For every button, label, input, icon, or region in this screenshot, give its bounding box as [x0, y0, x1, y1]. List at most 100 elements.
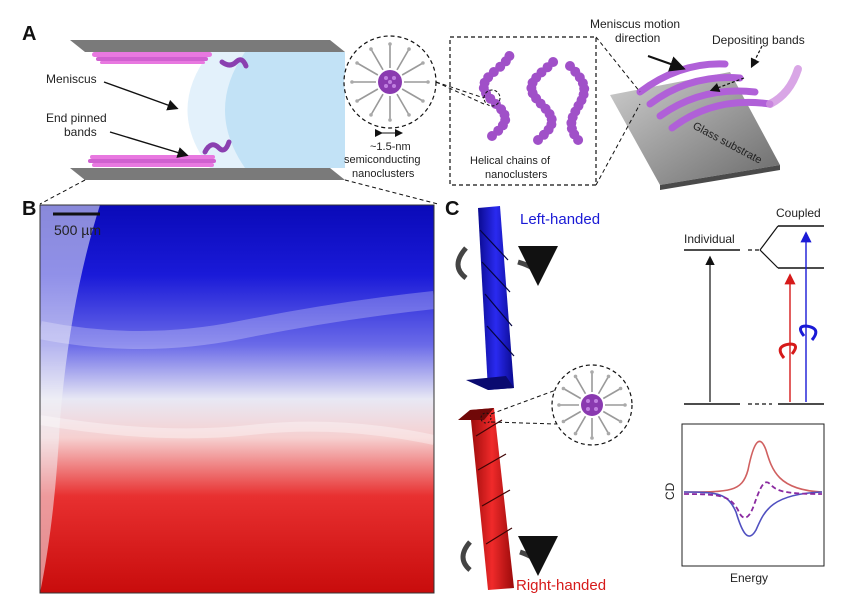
ligand-end	[355, 61, 359, 65]
cd-curve-dashed	[683, 481, 823, 519]
ligand-end	[561, 386, 566, 391]
ligand-end	[426, 80, 430, 84]
ligand-strand	[563, 387, 582, 400]
ligand-end	[407, 47, 411, 51]
ligand-end	[421, 61, 425, 65]
end-pinned-label-1: End pinned	[46, 111, 107, 125]
helix-fragment-bottom	[202, 139, 232, 155]
bottom-plate	[70, 168, 345, 180]
nanocluster-zoom-c	[551, 364, 633, 446]
meniscus-label: Meniscus	[46, 72, 97, 86]
meniscus-cell	[70, 40, 345, 180]
chain-bead	[548, 57, 559, 67]
end-pinned-arrow	[109, 131, 189, 158]
ligand-end	[606, 431, 611, 436]
top-pinned-bands	[92, 52, 212, 64]
cd-map	[40, 205, 434, 593]
ligand-strand	[396, 48, 410, 71]
motion-label-1: Meniscus motion	[590, 17, 680, 31]
coupled-label: Coupled	[776, 206, 821, 220]
ligand-end	[590, 436, 594, 440]
right-handed-label: Right-handed	[516, 577, 606, 594]
ligand-strand	[401, 62, 424, 76]
ligand-shell	[350, 42, 430, 122]
ligand-end	[369, 47, 373, 51]
ligand-end	[623, 403, 627, 407]
ligand-end	[606, 374, 611, 379]
energy-level-diagram	[684, 225, 824, 405]
helical-chains-box	[449, 36, 597, 186]
panel-b: B 500 µm	[22, 198, 436, 594]
ligand-strand	[401, 88, 424, 102]
ligand-end	[618, 386, 623, 391]
glass-substrate	[610, 60, 802, 190]
ligand-end	[407, 113, 411, 117]
ligand-strand	[602, 387, 621, 400]
ligand-end	[355, 99, 359, 103]
panel-c-letter: C	[445, 198, 459, 220]
ligand-strand	[574, 415, 587, 434]
cd-curve-blue	[683, 491, 823, 537]
ligand-end	[590, 370, 594, 374]
ligand-end	[421, 99, 425, 103]
panel-c: C Left-handed Right-handed	[445, 198, 825, 594]
ligand-end	[369, 113, 373, 117]
right-handed-rod	[458, 408, 558, 590]
size-label-1: ~1.5-nm	[370, 141, 411, 153]
ligand-strand	[356, 88, 379, 102]
helical-label-1: Helical chains of	[470, 155, 551, 167]
meniscus-arrow	[103, 81, 179, 111]
ligand-end	[561, 419, 566, 424]
cd-curve-red	[683, 440, 823, 493]
ligand-end	[350, 80, 354, 84]
ligand-strand	[563, 410, 582, 423]
size-label-2: semiconducting	[344, 154, 420, 166]
helical-label-2: nanoclusters	[485, 169, 548, 181]
ligand-end	[388, 42, 392, 46]
nanocluster-zoom	[343, 35, 437, 129]
ligand-end	[557, 403, 561, 407]
chain-bead	[504, 51, 515, 61]
left-handed-rod	[455, 206, 558, 390]
motion-label-2: direction	[615, 31, 660, 45]
ligand-strand	[370, 48, 384, 71]
ligand-end	[573, 431, 578, 436]
panel-b-letter: B	[22, 198, 36, 220]
ligand-strand	[597, 415, 610, 434]
energy-axis-label: Energy	[730, 571, 768, 585]
panel-a-letter: A	[22, 23, 36, 45]
cd-spectrum-plot	[681, 423, 825, 567]
ligand-end	[388, 118, 392, 122]
red-circular-icon	[778, 342, 797, 359]
left-handed-label: Left-handed	[520, 211, 600, 228]
ligand-strand	[370, 93, 384, 116]
ligand-shell-c	[557, 370, 627, 440]
rotation-arrow-left-1	[455, 246, 468, 280]
end-pinned-label-2: bands	[64, 125, 97, 139]
ligand-strand	[574, 376, 587, 395]
chain-bead	[573, 135, 584, 145]
ligand-end	[573, 374, 578, 379]
solution-region	[210, 52, 345, 168]
cd-plot-frame	[681, 423, 825, 567]
ligand-strand	[597, 376, 610, 395]
ligand-strand	[356, 62, 379, 76]
motion-arrow	[647, 55, 686, 72]
cd-axis-label: CD	[663, 482, 677, 500]
meniscus-surface	[187, 52, 245, 168]
individual-label: Individual	[684, 232, 735, 246]
ligand-end	[618, 419, 623, 424]
ligand-strand	[602, 410, 621, 423]
scale-bar-label: 500 µm	[54, 222, 101, 238]
ligand-strand	[396, 93, 410, 116]
helix-fragment-top	[219, 57, 249, 69]
panel-a: A Meniscus End pin	[22, 17, 805, 205]
size-label-3: nanoclusters	[352, 168, 415, 180]
blue-circular-icon	[799, 324, 818, 341]
top-plate	[70, 40, 345, 52]
map-left-edge	[40, 205, 100, 593]
helical-chain-beads	[478, 51, 590, 145]
depositing-label: Depositing bands	[712, 33, 805, 47]
